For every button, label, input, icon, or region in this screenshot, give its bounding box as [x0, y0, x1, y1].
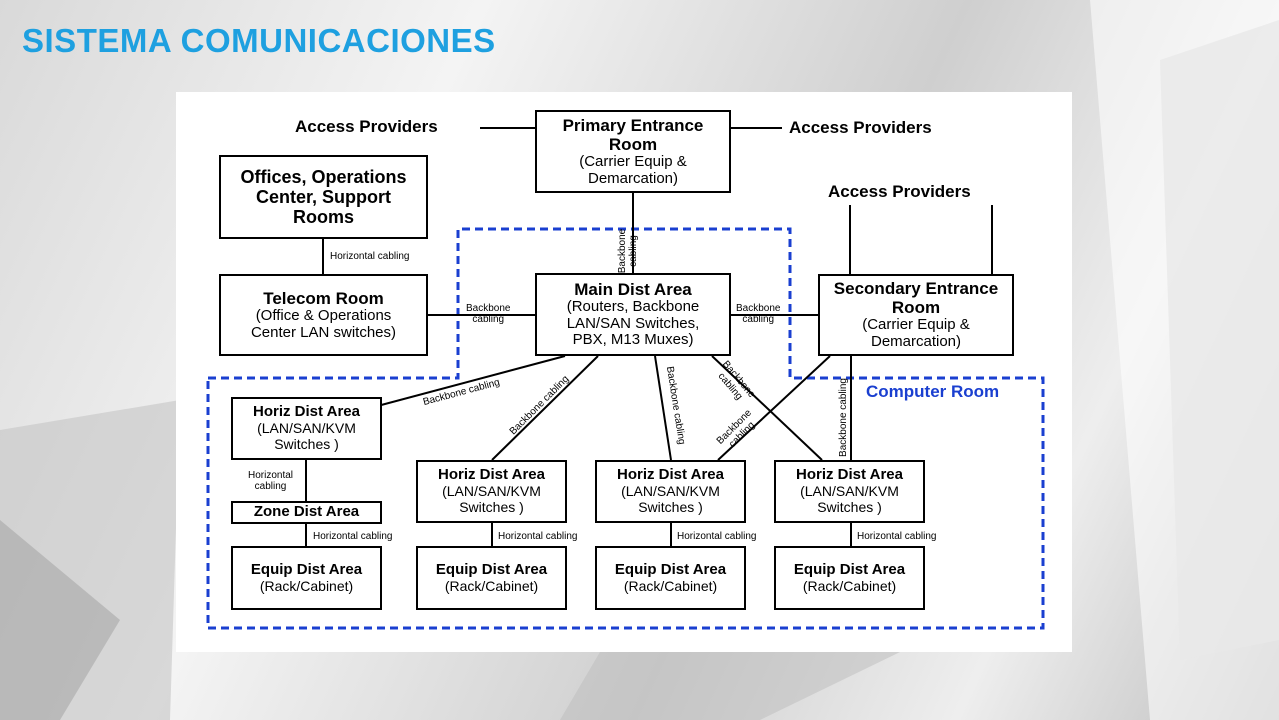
node-subtitle: (Office & Operations Center LAN switches…: [250, 306, 397, 341]
node-title: Horiz Dist Area: [796, 466, 903, 484]
node-title: Equip Dist Area: [435, 560, 548, 578]
label-cabling: cabling: [628, 235, 640, 267]
label-horizontal-cabling-equip1: Horizontal cabling: [313, 531, 393, 542]
label-backbone-telecom: Backbone cabling: [466, 303, 510, 325]
access-providers-left: Access Providers: [295, 117, 438, 137]
primary-entrance-room[interactable]: Primary Entrance Room (Carrier Equip & D…: [535, 110, 731, 193]
main-dist-area[interactable]: Main Dist Area (Routers, Backbone LAN/SA…: [535, 273, 731, 356]
access-providers-right: Access Providers: [789, 118, 932, 138]
label-backbone-cabling-primary: Backbone cabling: [617, 229, 639, 273]
node-subtitle: (Rack/Cabinet): [444, 577, 539, 594]
equip-dist-area-2[interactable]: Equip Dist Area (Rack/Cabinet): [416, 546, 567, 610]
label-backbone: Backbone: [617, 228, 629, 274]
equip-dist-area-4[interactable]: Equip Dist Area (Rack/Cabinet): [774, 546, 925, 610]
equip-dist-area-3[interactable]: Equip Dist Area (Rack/Cabinet): [595, 546, 746, 610]
equip-dist-area-1[interactable]: Equip Dist Area (Rack/Cabinet): [231, 546, 382, 610]
line-main-horiz3: [654, 355, 672, 461]
node-subtitle: (Rack/Cabinet): [259, 577, 354, 594]
label-horizontal-cabling-equip4: Horizontal cabling: [857, 531, 937, 542]
node-title: Telecom Room: [263, 288, 384, 308]
node-subtitle: (LAN/SAN/KVM Switches ): [621, 483, 720, 515]
computer-room-boundary: [206, 227, 1045, 630]
access-providers-secondary: Access Providers: [828, 182, 971, 202]
node-title: Main Dist Area: [574, 279, 692, 299]
label-backbone-cabling-secondary-horiz4: Backbone cabling: [837, 378, 849, 457]
node-subtitle: (LAN/SAN/KVM Switches ): [257, 420, 356, 452]
label-horizontal-cabling-offices: Horizontal cabling: [330, 251, 410, 262]
node-title: Zone Dist Area: [253, 503, 360, 521]
line-secondary-horiz3: [717, 355, 831, 461]
telecom-room[interactable]: Telecom Room (Office & Operations Center…: [219, 274, 428, 356]
horiz-dist-area-3[interactable]: Horiz Dist Area (LAN/SAN/KVM Switches ): [595, 460, 746, 523]
label-cabling: cabling: [472, 314, 505, 325]
label-horizontal: Horizontal: [248, 470, 294, 481]
node-title: Equip Dist Area: [250, 560, 363, 578]
line-main-horiz2: [491, 355, 599, 461]
slide-title: SISTEMA COMUNICACIONES: [22, 22, 496, 59]
label-backbone: Backbone: [466, 303, 511, 314]
horiz-dist-area-2[interactable]: Horiz Dist Area (LAN/SAN/KVM Switches ): [416, 460, 567, 523]
label-horizontal-cabling-equip3: Horizontal cabling: [677, 531, 757, 542]
label-horizontal-cabling-equip2: Horizontal cabling: [498, 531, 578, 542]
node-title: Horiz Dist Area: [617, 466, 724, 484]
node-title: Offices, Operations Center, Support Room…: [240, 166, 407, 228]
label-backbone: Backbone: [736, 303, 781, 314]
horiz-dist-area-1[interactable]: Horiz Dist Area (LAN/SAN/KVM Switches ): [231, 397, 382, 460]
node-title: Equip Dist Area: [614, 560, 727, 578]
node-subtitle: (Routers, Backbone LAN/SAN Switches, PBX…: [566, 297, 700, 349]
line-main-horiz1: [354, 355, 566, 413]
node-title: Horiz Dist Area: [253, 403, 360, 421]
offices-operations-center[interactable]: Offices, Operations Center, Support Room…: [219, 155, 428, 239]
node-subtitle: (LAN/SAN/KVM Switches ): [442, 483, 541, 515]
node-subtitle: (Rack/Cabinet): [623, 577, 718, 594]
label-horizontal-cabling-zone: Horizontal cabling: [248, 470, 293, 492]
label-cabling: cabling: [254, 481, 287, 492]
node-subtitle: (Rack/Cabinet): [802, 577, 897, 594]
line-main-horiz4: [711, 355, 823, 461]
zone-dist-area[interactable]: Zone Dist Area: [231, 501, 382, 524]
label-cabling: cabling: [742, 314, 775, 325]
secondary-entrance-room[interactable]: Secondary Entrance Room (Carrier Equip &…: [818, 274, 1014, 356]
node-title: Horiz Dist Area: [438, 466, 545, 484]
node-title: Primary Entrance Room: [562, 115, 704, 154]
computer-room-label: Computer Room: [864, 382, 1002, 402]
node-title: Secondary Entrance Room: [833, 279, 999, 318]
label-backbone-secondary: Backbone cabling: [736, 303, 780, 325]
horiz-dist-area-4[interactable]: Horiz Dist Area (LAN/SAN/KVM Switches ): [774, 460, 925, 523]
node-title: Equip Dist Area: [793, 560, 906, 578]
node-subtitle: (Carrier Equip & Demarcation): [862, 316, 970, 351]
node-subtitle: (LAN/SAN/KVM Switches ): [800, 483, 899, 515]
node-subtitle: (Carrier Equip & Demarcation): [579, 152, 687, 187]
